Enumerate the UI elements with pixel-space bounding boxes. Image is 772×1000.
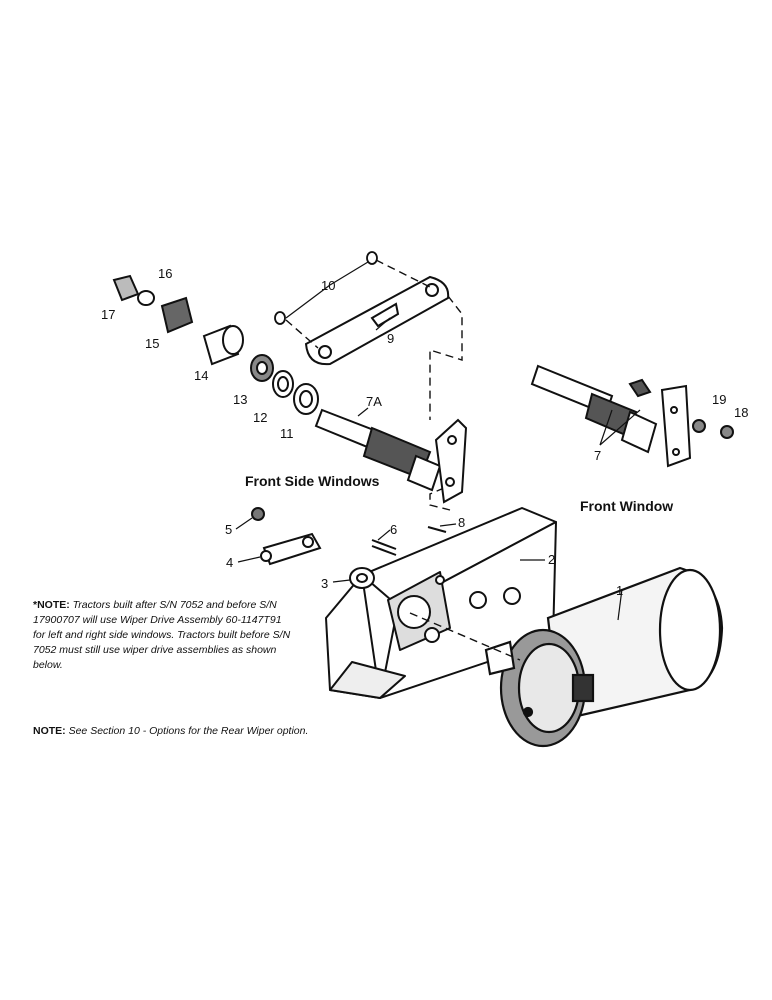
note-heading: NOTE:: [33, 725, 66, 737]
callout-17: 17: [101, 307, 115, 322]
callout-6: 6: [390, 522, 397, 537]
mounting-bracket: [325, 507, 557, 699]
callout-2: 2: [548, 552, 555, 567]
callout-leader-lines: [235, 261, 641, 621]
callout-9: 9: [387, 331, 394, 346]
shaft-hardware-stack: [112, 274, 319, 415]
link-and-fasteners: [251, 507, 447, 589]
callout-12: 12: [253, 410, 267, 425]
callout-1: 1: [616, 583, 623, 598]
side-window-pivot-shaft: [314, 408, 468, 504]
assembly-dash-lines: [285, 259, 521, 661]
note-body: See Section 10 - Options for the Rear Wi…: [68, 725, 309, 737]
serial-number-note: *NOTE: Tractors built after S/N 7052 and…: [33, 598, 295, 673]
callout-4: 4: [226, 555, 233, 570]
note-body: Tractors built after S/N 7052 and before…: [33, 599, 291, 671]
wiper-motor: [484, 566, 724, 748]
callout-13: 13: [233, 392, 247, 407]
callout-7a: 7A: [366, 394, 382, 409]
front-window-pivot-shaft: [530, 364, 734, 468]
callout-14: 14: [194, 368, 208, 383]
callout-11: 11: [280, 426, 294, 441]
callout-labels: 1 2 3 4 5 6 7A 7 8 9 10 11 12 13 14 15 1…: [101, 266, 748, 598]
retaining-clips: [274, 251, 378, 325]
callout-18: 18: [734, 405, 748, 420]
caption-front-side-windows: Front Side Windows: [245, 473, 380, 489]
callout-7: 7: [594, 448, 601, 463]
callout-3: 3: [321, 576, 328, 591]
callout-8: 8: [458, 515, 465, 530]
pivot-link-arm: [304, 275, 450, 366]
rear-wiper-note: NOTE: See Section 10 - Options for the R…: [33, 724, 393, 739]
callout-19: 19: [712, 392, 726, 407]
callout-16: 16: [158, 266, 172, 281]
callout-10: 10: [321, 278, 335, 293]
note-heading: *NOTE:: [33, 599, 70, 611]
callout-15: 15: [145, 336, 159, 351]
caption-front-window: Front Window: [580, 498, 673, 514]
callout-5: 5: [225, 522, 232, 537]
